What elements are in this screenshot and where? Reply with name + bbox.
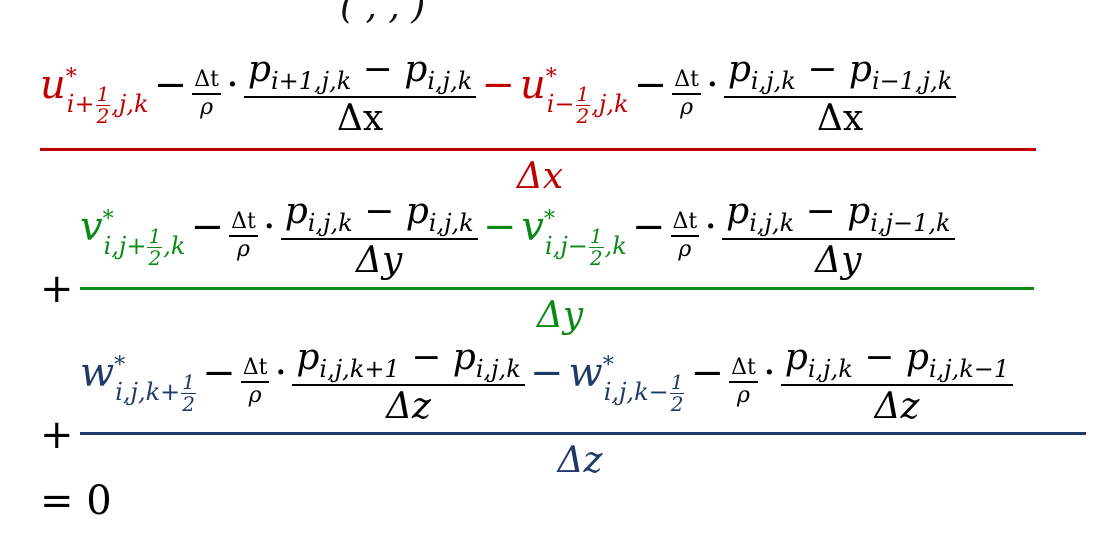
minus-sign: − xyxy=(633,62,668,109)
minus-sign: − xyxy=(153,62,188,109)
minus-sign: − xyxy=(481,62,515,109)
minus-sign: − xyxy=(202,350,236,397)
clipped-top-fragment: ( , , ) xyxy=(340,0,426,27)
minus-sign: − xyxy=(631,204,666,251)
minus-sign: − xyxy=(482,204,517,251)
x-fraction-bar xyxy=(40,148,1036,151)
minus-sign: − xyxy=(529,350,564,397)
plus-sign-y: + xyxy=(40,266,74,312)
z-main-denominator: Δz xyxy=(557,440,603,481)
plus-sign-z: + xyxy=(40,412,74,458)
dot-operator: · xyxy=(262,204,276,251)
dot-operator: · xyxy=(274,350,288,397)
minus-sign: − xyxy=(690,350,725,397)
dot-operator: · xyxy=(706,62,719,109)
z-fraction-bar xyxy=(80,432,1086,435)
minus-sign: − xyxy=(190,204,224,251)
equals-zero: = 0 xyxy=(40,478,112,524)
y-main-denominator: Δy xyxy=(536,295,584,336)
x-main-denominator: Δx xyxy=(516,156,564,197)
dot-operator: · xyxy=(704,204,718,251)
dot-operator: · xyxy=(762,350,776,397)
y-fraction-bar xyxy=(80,287,1034,290)
dot-operator: · xyxy=(226,62,239,109)
